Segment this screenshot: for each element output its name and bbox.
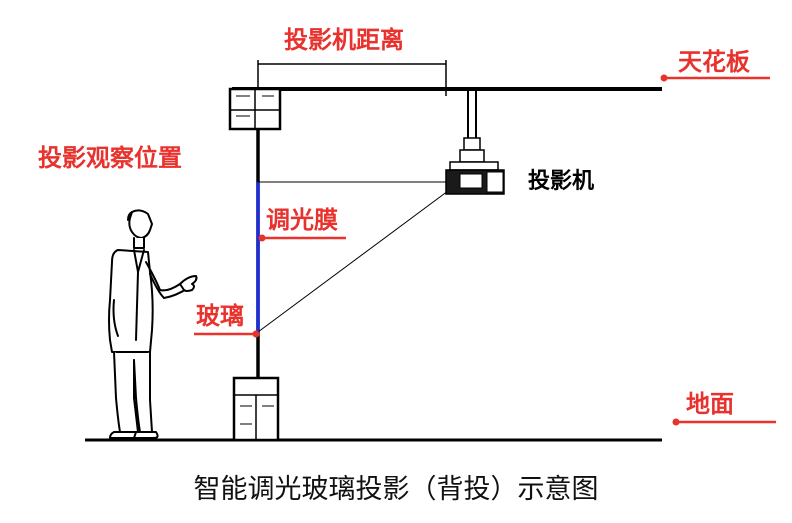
top-frame-box (228, 87, 282, 131)
projector-label: 投影机 (528, 169, 594, 194)
bottom-frame-box (232, 376, 280, 442)
dimming-film-label: 调光膜 (266, 206, 338, 234)
glass-pointer (194, 330, 260, 338)
floor-label: 地面 (686, 390, 734, 418)
viewing-position-label: 投影观察位置 (38, 144, 182, 172)
projector-icon (445, 89, 505, 195)
floor-pointer (672, 418, 776, 426)
glass-label: 玻璃 (196, 302, 244, 330)
ceiling-label: 天花板 (678, 48, 751, 76)
projector-distance-label: 投影机距离 (284, 26, 404, 54)
projection-beams (257, 181, 453, 333)
ceiling-pointer (660, 74, 770, 82)
diagram-caption: 智能调光玻璃投影（背投）示意图 (194, 474, 599, 505)
film-pointer (258, 234, 346, 242)
person-figure (108, 209, 198, 439)
